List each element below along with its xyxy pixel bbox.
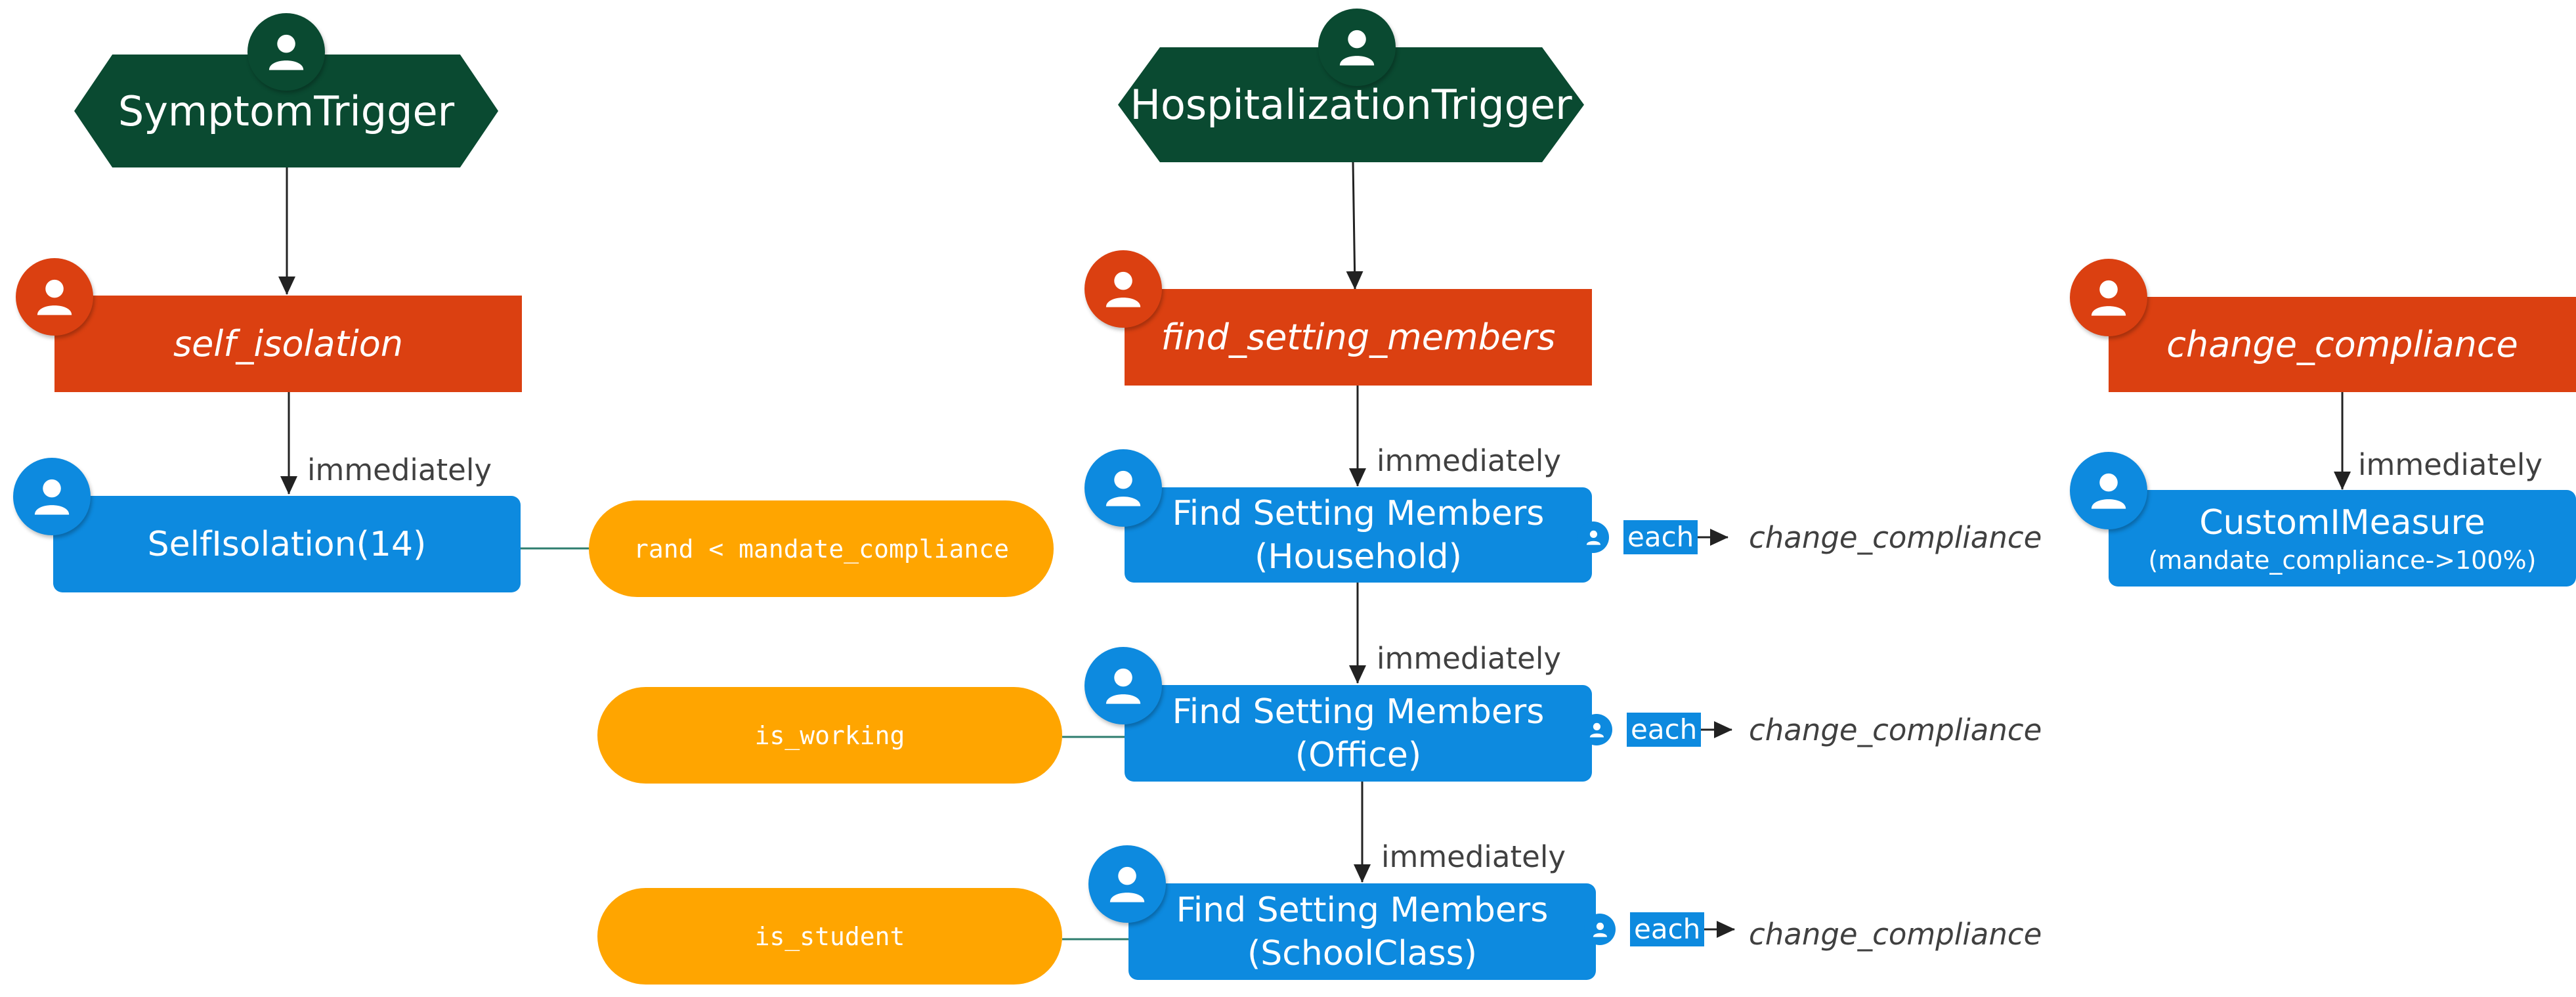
- each-label: each: [1630, 912, 1705, 946]
- label-immediately: immediately: [2358, 447, 2543, 482]
- measure-custom[interactable]: CustomIMeasure (mandate_compliance->100%…: [2109, 490, 2576, 587]
- measure-self-isolation[interactable]: SelfIsolation(14): [53, 496, 521, 592]
- edge-hospitalization-to-find-setting: [1346, 162, 1363, 290]
- condition-is-working[interactable]: is_working: [597, 687, 1062, 784]
- person-icon: [1584, 914, 1616, 945]
- action-find-setting-members-label: find_setting_members: [1161, 317, 1556, 358]
- action-self-isolation[interactable]: self_isolation: [54, 296, 522, 392]
- condition-mandate-compliance[interactable]: rand < mandate_compliance: [589, 500, 1054, 597]
- measure-schoolclass-title: Find Setting Members: [1176, 890, 1549, 930]
- person-icon: [13, 458, 91, 535]
- measure-household[interactable]: Find Setting Members (Household): [1125, 487, 1592, 583]
- person-icon: [1084, 449, 1162, 527]
- person-icon: [1318, 9, 1396, 86]
- person-icon: [1084, 250, 1162, 328]
- condition-mandate-label: rand < mandate_compliance: [633, 534, 1009, 564]
- action-self-isolation-label: self_isolation: [173, 323, 404, 365]
- symptom-trigger-label: SymptomTrigger: [118, 87, 455, 135]
- hospitalization-trigger-label: HospitalizationTrigger: [1130, 81, 1572, 129]
- target-change-compliance[interactable]: change_compliance: [1749, 917, 2042, 952]
- condition-working-label: is_working: [754, 720, 905, 750]
- person-icon: [2070, 452, 2147, 529]
- action-change-compliance[interactable]: change_compliance: [2109, 297, 2576, 392]
- each-label: each: [1627, 713, 1702, 747]
- measure-self-isolation-title: SelfIsolation(14): [147, 524, 427, 564]
- measure-household-title: Find Setting Members: [1172, 493, 1545, 533]
- label-immediately: immediately: [307, 453, 492, 487]
- measure-schoolclass-subtitle: (SchoolClass): [1247, 933, 1477, 973]
- measure-office[interactable]: Find Setting Members (Office): [1125, 685, 1592, 782]
- person-icon: [1578, 521, 1609, 553]
- target-change-compliance[interactable]: change_compliance: [1749, 520, 2042, 555]
- measure-office-title: Find Setting Members: [1172, 692, 1545, 732]
- person-icon: [2070, 259, 2147, 336]
- measure-custom-subtitle: (mandate_compliance->100%): [2148, 545, 2537, 575]
- measure-household-subtitle: (Household): [1255, 537, 1462, 577]
- condition-is-student[interactable]: is_student: [597, 888, 1062, 985]
- person-icon: [1088, 845, 1166, 923]
- action-find-setting-members[interactable]: find_setting_members: [1125, 289, 1592, 386]
- label-immediately: immediately: [1377, 641, 1561, 676]
- each-label: each: [1623, 520, 1698, 554]
- measure-schoolclass[interactable]: Find Setting Members (SchoolClass): [1128, 883, 1596, 980]
- action-change-compliance-label: change_compliance: [2166, 324, 2518, 365]
- symptom-trigger[interactable]: SymptomTrigger: [74, 55, 498, 167]
- person-icon: [16, 258, 93, 336]
- target-change-compliance[interactable]: change_compliance: [1749, 713, 2042, 747]
- measure-office-subtitle: (Office): [1295, 735, 1422, 775]
- person-icon: [247, 13, 325, 91]
- person-icon: [1084, 647, 1162, 724]
- condition-student-label: is_student: [754, 921, 905, 951]
- measure-custom-title: CustomIMeasure: [2199, 502, 2485, 543]
- label-immediately: immediately: [1381, 839, 1566, 874]
- person-icon: [1581, 714, 1612, 745]
- label-immediately: immediately: [1377, 443, 1561, 478]
